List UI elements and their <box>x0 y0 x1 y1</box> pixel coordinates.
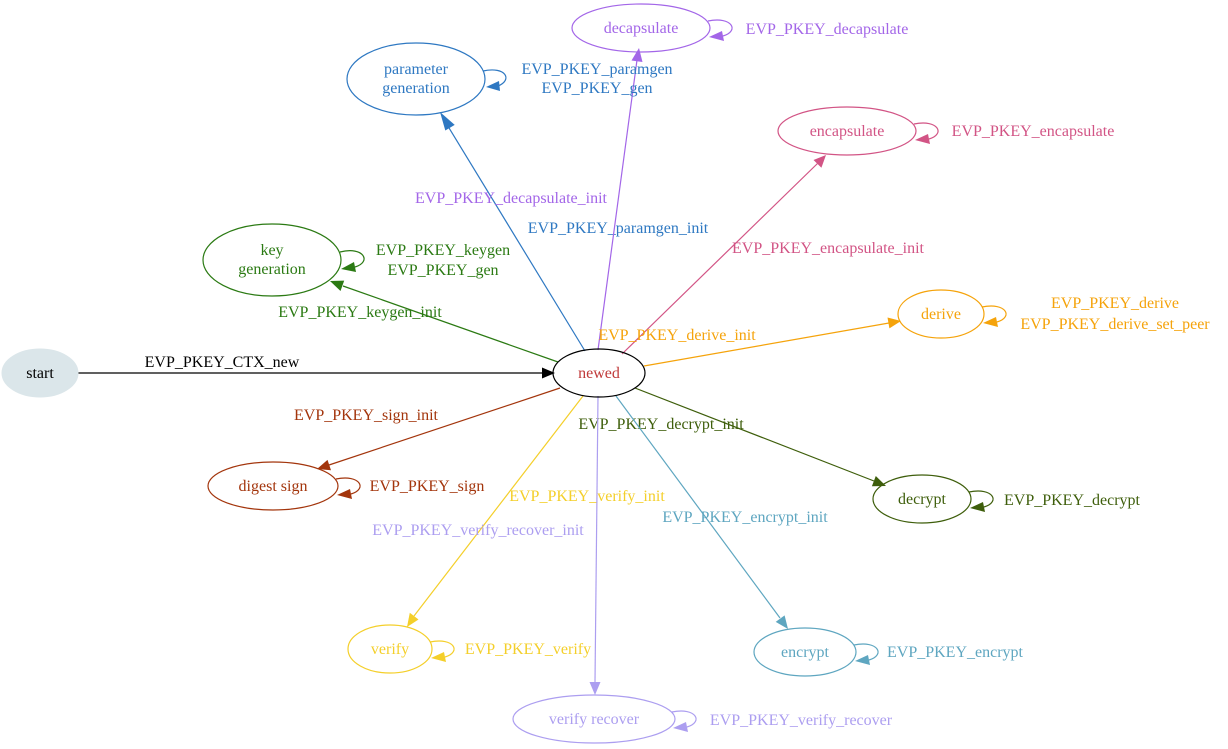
edge-label-verify-init: EVP_PKEY_verify_init <box>509 488 665 505</box>
loop-keygen: EVP_PKEY_keygen EVP_PKEY_gen <box>339 242 510 279</box>
loop-decapsulate: EVP_PKEY_decapsulate <box>707 19 909 41</box>
node-decrypt-label: decrypt <box>898 491 947 508</box>
edge-derive-init: EVP_PKEY_derive_init <box>598 317 901 367</box>
node-paramgen: parameter generation <box>346 42 486 116</box>
node-derive: derive <box>897 289 985 339</box>
loop-verify: EVP_PKEY_verify <box>429 640 591 662</box>
edge-label-keygen-init: EVP_PKEY_keygen_init <box>278 304 442 321</box>
loop-label-paramgen: EVP_PKEY_paramgen <box>521 61 672 78</box>
edge-encrypt-init: EVP_PKEY_encrypt_init <box>615 395 828 629</box>
loop-label-keygen: EVP_PKEY_keygen <box>376 242 510 259</box>
node-keygen: key generation <box>202 223 342 297</box>
node-paramgen-line2: generation <box>382 80 450 97</box>
node-keygen-line1: key <box>260 242 283 259</box>
node-verify-recover: verify recover <box>512 694 676 744</box>
edge-label-derive-init: EVP_PKEY_derive_init <box>598 327 756 344</box>
loop-label-sign: EVP_PKEY_sign <box>370 478 485 495</box>
node-encrypt: encrypt <box>753 627 857 677</box>
loop-label-verify-recover: EVP_PKEY_verify_recover <box>710 712 893 729</box>
edge-label-ctx-new: EVP_PKEY_CTX_new <box>145 354 300 371</box>
loop-label-encrypt: EVP_PKEY_encrypt <box>887 644 1024 661</box>
node-keygen-line2: generation <box>238 261 306 278</box>
node-digest-sign: digest sign <box>207 461 339 511</box>
edge-verify-recover-init: EVP_PKEY_verify_recover_init <box>372 395 601 695</box>
loop-paramgen: EVP_PKEY_paramgen EVP_PKEY_gen <box>482 61 673 97</box>
loop-derive: EVP_PKEY_derive EVP_PKEY_derive_set_peer <box>981 295 1210 333</box>
edge-label-encrypt-init: EVP_PKEY_encrypt_init <box>662 509 828 526</box>
edge-label-decrypt-init: EVP_PKEY_decrypt_init <box>578 416 744 433</box>
node-encapsulate-label: encapsulate <box>810 123 885 140</box>
loop-encrypt: EVP_PKEY_encrypt <box>853 643 1024 665</box>
edge-sign-init: EVP_PKEY_sign_init <box>294 387 561 471</box>
loop-label-derive-set-peer: EVP_PKEY_derive_set_peer <box>1020 316 1210 333</box>
node-verify-recover-label: verify recover <box>549 711 640 728</box>
edge-label-decapsulate-init: EVP_PKEY_decapsulate_init <box>415 190 608 207</box>
loop-verify-recover: EVP_PKEY_verify_recover <box>671 710 893 732</box>
edge-encapsulate-init: EVP_PKEY_encapsulate_init <box>621 155 925 355</box>
loop-label-encapsulate: EVP_PKEY_encapsulate <box>952 123 1115 140</box>
edge-start-newed: EVP_PKEY_CTX_new <box>77 354 555 379</box>
loop-label-keygen-gen: EVP_PKEY_gen <box>387 262 498 279</box>
loop-label-decrypt: EVP_PKEY_decrypt <box>1004 492 1141 509</box>
edge-label-encapsulate-init: EVP_PKEY_encapsulate_init <box>732 240 925 257</box>
loop-label-paramgen-gen: EVP_PKEY_gen <box>541 80 652 97</box>
loop-decrypt: EVP_PKEY_decrypt <box>968 490 1141 512</box>
node-encrypt-label: encrypt <box>781 644 830 661</box>
edge-decrypt-init: EVP_PKEY_decrypt_init <box>578 387 886 487</box>
node-digest-sign-label: digest sign <box>239 478 308 495</box>
node-newed: newed <box>552 348 646 398</box>
node-decapsulate-label: decapsulate <box>604 20 679 37</box>
node-derive-label: derive <box>921 306 961 323</box>
node-newed-label: newed <box>578 365 620 382</box>
edge-label-sign-init: EVP_PKEY_sign_init <box>294 407 439 424</box>
edge-keygen-init: EVP_PKEY_keygen_init <box>278 280 559 363</box>
edge-verify-init: EVP_PKEY_verify_init <box>407 395 665 627</box>
loop-label-derive: EVP_PKEY_derive <box>1051 295 1179 312</box>
loop-digest-sign: EVP_PKEY_sign <box>335 477 485 499</box>
node-encapsulate: encapsulate <box>777 106 917 156</box>
loop-encapsulate: EVP_PKEY_encapsulate <box>913 122 1115 144</box>
edge-label-verify-recover-init: EVP_PKEY_verify_recover_init <box>372 522 584 539</box>
edge-paramgen-init: EVP_PKEY_paramgen_init <box>440 112 709 352</box>
edge-decapsulate-init: EVP_PKEY_decapsulate_init <box>415 48 643 351</box>
node-paramgen-line1: parameter <box>384 61 449 78</box>
node-decrypt: decrypt <box>872 474 972 524</box>
node-decapsulate: decapsulate <box>571 3 711 53</box>
node-verify-label: verify <box>371 641 409 658</box>
loop-label-verify: EVP_PKEY_verify <box>465 641 591 658</box>
node-verify: verify <box>347 624 433 674</box>
node-start: start <box>1 348 79 398</box>
loop-label-decapsulate: EVP_PKEY_decapsulate <box>746 21 909 38</box>
node-start-label: start <box>26 365 54 382</box>
edge-label-paramgen-init: EVP_PKEY_paramgen_init <box>528 220 709 237</box>
